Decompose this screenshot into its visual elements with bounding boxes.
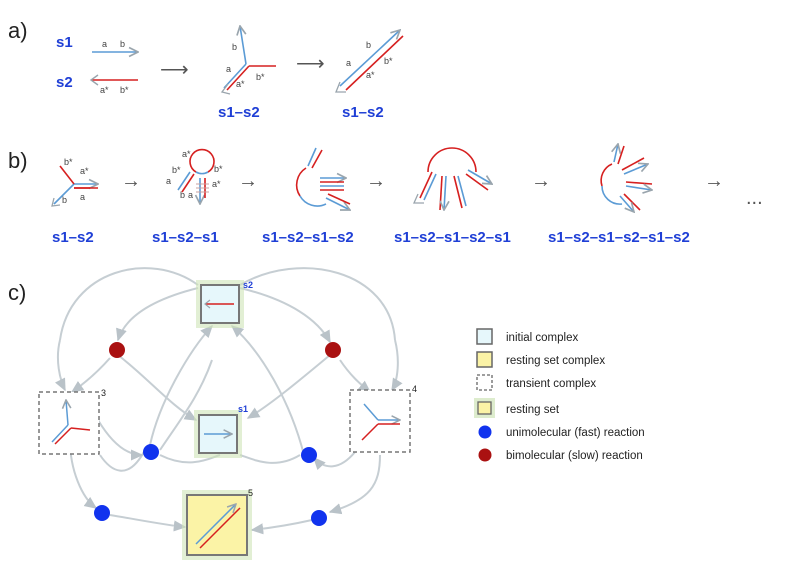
domain-label: b* — [172, 165, 181, 175]
domain-label: a* — [212, 179, 221, 189]
legend-transient-complex: transient complex — [506, 378, 596, 390]
structure-label: s1–s2 — [52, 229, 94, 246]
reaction-arrow: → — [366, 170, 386, 192]
complex-label: s1–s2 — [342, 104, 384, 121]
structure-label: s1–s2–s1–s2–s1–s2 — [548, 229, 690, 246]
reaction-arrow: → — [121, 170, 141, 192]
node-3-label: 3 — [101, 388, 106, 398]
unimolecular-reaction — [301, 447, 317, 463]
domain-label: a — [166, 176, 171, 186]
structure-label: s1–s2–s1–s2 — [262, 229, 354, 246]
domain-label: b — [232, 42, 237, 52]
legend-resting-set-complex: resting set complex — [506, 355, 605, 367]
legend-initial-complex: initial complex — [506, 332, 578, 344]
domain-label: b — [180, 190, 185, 200]
structure-s1-s2-s1-s2-s1-s2 — [600, 144, 652, 212]
domain-label: b* — [64, 157, 73, 167]
domain-label: b* — [256, 72, 265, 82]
node-4[interactable]: 4 — [349, 384, 417, 453]
domain-b-star-label: b* — [120, 85, 129, 95]
unimolecular-reaction — [143, 444, 159, 460]
strand-s2-label: s2 — [56, 74, 73, 91]
legend-resting-set: resting set — [506, 404, 560, 416]
node-5[interactable]: 5 — [182, 488, 253, 560]
structure-s1-s2-s1: a* b* b* a a* b a — [166, 148, 223, 204]
panel-c-label: c) — [8, 280, 26, 305]
node-3[interactable]: 3 — [38, 388, 106, 455]
structure-s1-s2-s1-s2-s1 — [412, 147, 492, 210]
bimolecular-reaction — [325, 342, 341, 358]
domain-label: b* — [384, 56, 393, 66]
domain-label: b — [62, 195, 67, 205]
complex-label: s1–s2 — [218, 104, 260, 121]
reaction-dots — [94, 342, 341, 526]
node-s2[interactable]: s2 — [196, 280, 253, 328]
domain-label: b — [366, 40, 371, 50]
structure-label: s1–s2–s1–s2–s1 — [394, 229, 511, 246]
reaction-arrow: → — [238, 170, 258, 192]
reaction-arrow: ⟶ — [160, 59, 189, 81]
domain-label: a* — [182, 149, 191, 159]
node-5-label: 5 — [248, 488, 253, 498]
complex-s1-s2-duplex: a b a* b* — [335, 30, 404, 93]
domain-label: b* — [214, 164, 223, 174]
strand-s1: a b — [92, 39, 138, 52]
node-s1-label: s1 — [238, 404, 248, 414]
domain-a-star-label: a* — [100, 85, 109, 95]
domain-label: a — [188, 190, 193, 200]
structure-s1-s2-branch: b* a* a b — [51, 157, 98, 207]
node-4-label: 4 — [412, 384, 417, 394]
domain-a-label: a — [102, 39, 107, 49]
unimolecular-reaction — [311, 510, 327, 526]
complex-s1-s2-partial: b a a* b* — [220, 26, 276, 95]
node-s2-label: s2 — [243, 280, 253, 290]
structure-s1-s2-s1-s2 — [295, 147, 350, 210]
legend-bimolecular: bimolecular (slow) reaction — [506, 450, 643, 462]
reaction-arrow: ⟶ — [296, 53, 325, 75]
domain-label: a — [80, 192, 85, 202]
domain-label: a — [346, 58, 351, 68]
panel-b-label: b) — [8, 148, 28, 173]
legend: initial complex resting set complex tran… — [474, 328, 645, 462]
panel-a-label: a) — [8, 18, 28, 43]
continuation-ellipsis: ... — [746, 187, 763, 209]
domain-label: a* — [366, 70, 375, 80]
domain-label: a* — [236, 79, 245, 89]
bimolecular-reaction — [109, 342, 125, 358]
domain-label: a* — [80, 166, 89, 176]
domain-b-label: b — [120, 39, 125, 49]
strand-s2: a* b* — [89, 74, 138, 95]
unimolecular-reaction — [94, 505, 110, 521]
reaction-arrow: → — [704, 170, 724, 192]
legend-unimolecular: unimolecular (fast) reaction — [506, 427, 645, 439]
structure-label: s1–s2–s1 — [152, 229, 219, 246]
reaction-arrow: → — [531, 170, 551, 192]
domain-label: a — [226, 64, 231, 74]
strand-s1-label: s1 — [56, 34, 73, 51]
node-s1[interactable]: s1 — [194, 404, 248, 458]
